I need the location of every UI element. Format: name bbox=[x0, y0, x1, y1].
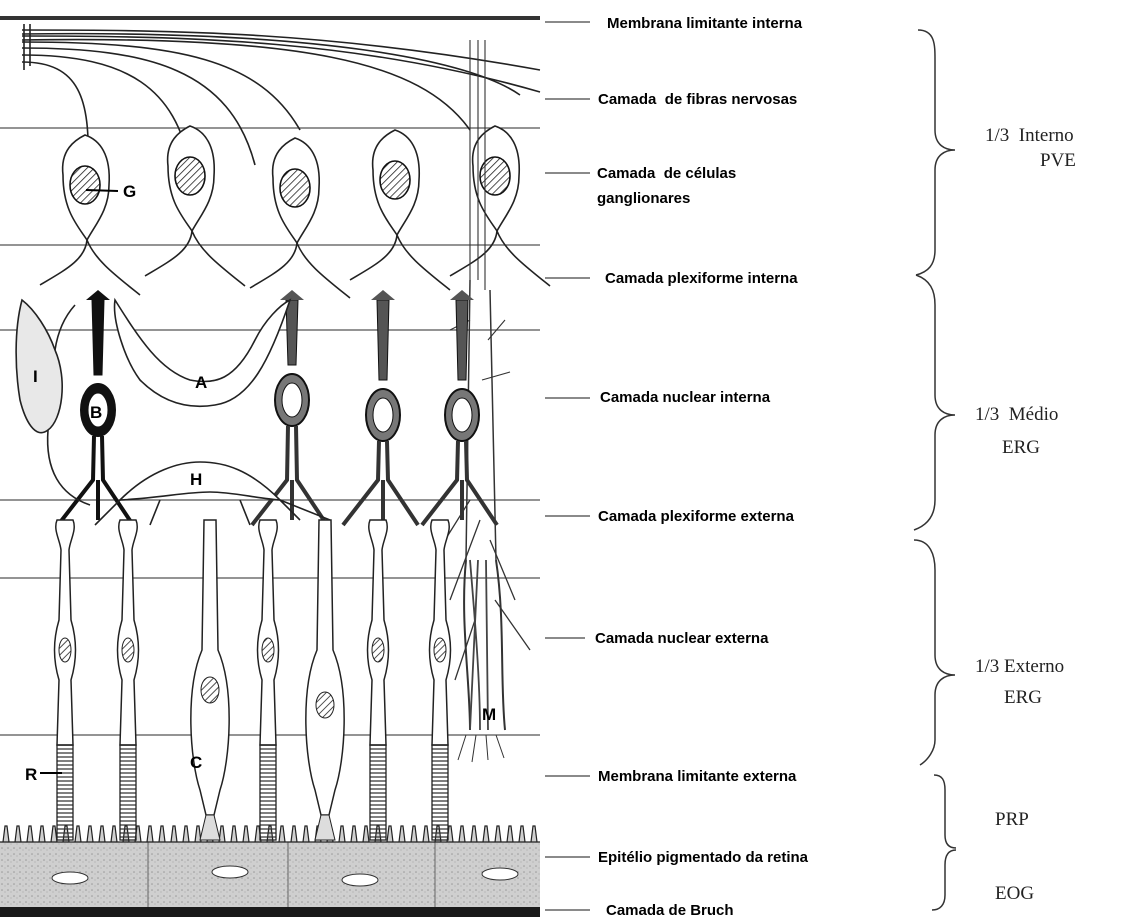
ganglion-nucleus bbox=[70, 166, 100, 204]
ganglion-dendrite bbox=[450, 231, 550, 286]
cell-letter-a: A bbox=[195, 373, 207, 392]
cone-cell bbox=[306, 520, 344, 815]
label-nuclear-interna: Camada nuclear interna bbox=[600, 389, 771, 406]
rod-cell bbox=[430, 520, 451, 745]
rod-cell bbox=[368, 520, 389, 745]
group-prp: PRP bbox=[995, 809, 1029, 830]
ganglion-dendrite bbox=[145, 231, 245, 286]
cell-letter-g: G bbox=[123, 182, 136, 201]
cone-nucleus bbox=[201, 677, 219, 703]
rod-cell bbox=[118, 520, 139, 745]
group-labels: 1/3 Interno PVE 1/3 Médio ERG 1/3 Extern… bbox=[975, 125, 1076, 904]
ganglion-nucleus bbox=[175, 157, 205, 195]
rod-nucleus bbox=[122, 638, 134, 662]
bipolar-dendrites bbox=[58, 436, 133, 525]
cell-letter-i: I bbox=[33, 367, 38, 386]
bipolar-dendrites bbox=[422, 441, 497, 525]
rod-nucleus bbox=[372, 638, 384, 662]
bipolar-terminal bbox=[371, 290, 395, 300]
rod-nucleus bbox=[262, 638, 274, 662]
interplexiform-cell bbox=[16, 300, 90, 505]
layer-labels: Membrana limitante interna Camada de fib… bbox=[595, 15, 809, 919]
label-camada-fibras-nervosas: Camada de fibras nervosas bbox=[598, 91, 797, 108]
ganglion-nucleus bbox=[380, 161, 410, 199]
bipolar-nucleus bbox=[282, 383, 302, 417]
rod-outer-segment bbox=[370, 745, 386, 840]
braces bbox=[914, 30, 956, 910]
cell-letter-h: H bbox=[190, 470, 202, 489]
cone-nucleus bbox=[316, 692, 334, 718]
bipolar-nucleus bbox=[452, 398, 472, 432]
bruch-membrane bbox=[0, 907, 540, 917]
group-interno-line2: PVE bbox=[1040, 150, 1076, 171]
rod-nucleus bbox=[59, 638, 71, 662]
cell-letter-c: C bbox=[190, 753, 202, 772]
leader-lines bbox=[545, 22, 590, 910]
label-ganglionares: ganglionares bbox=[597, 190, 690, 207]
ganglion-dendrite bbox=[350, 235, 450, 290]
ganglion-dendrite bbox=[40, 240, 140, 295]
cone-outer-segment bbox=[315, 815, 335, 840]
cell-letter-m: M bbox=[482, 705, 496, 724]
horizontal-cell bbox=[95, 462, 330, 525]
bipolar-terminal bbox=[86, 290, 110, 300]
rod-outer-segment bbox=[120, 745, 136, 840]
ganglion-nucleus bbox=[280, 169, 310, 207]
rod-cell bbox=[258, 520, 279, 745]
bipolar-axon bbox=[286, 300, 298, 365]
photoreceptors bbox=[55, 520, 451, 840]
bipolar-nucleus bbox=[373, 398, 393, 432]
rod-cell bbox=[55, 520, 76, 745]
rod-nucleus bbox=[434, 638, 446, 662]
bipolar-axon bbox=[377, 300, 389, 380]
group-externo-line2: ERG bbox=[1004, 687, 1042, 708]
rod-outer-segment bbox=[57, 745, 73, 840]
label-nuclear-externa: Camada nuclear externa bbox=[595, 630, 769, 647]
cell-letter-b: B bbox=[90, 403, 102, 422]
rod-outer-segment bbox=[432, 745, 448, 840]
group-medio-line2: ERG bbox=[1002, 437, 1040, 458]
cone-outer-segment bbox=[200, 815, 220, 840]
rod-outer-segment bbox=[260, 745, 276, 840]
ganglion-cells bbox=[40, 126, 550, 298]
label-plexiforme-externa: Camada plexiforme externa bbox=[598, 508, 795, 525]
label-membrana-limitante-interna: Membrana limitante interna bbox=[607, 15, 803, 32]
group-eog: EOG bbox=[995, 883, 1034, 904]
ganglion-dendrite bbox=[250, 243, 350, 298]
cell-letter-r: R bbox=[25, 765, 37, 784]
label-membrana-limitante-externa: Membrana limitante externa bbox=[598, 768, 797, 785]
bipolar-terminal bbox=[280, 290, 304, 300]
label-plexiforme-interna: Camada plexiforme interna bbox=[605, 270, 798, 287]
bipolar-axon bbox=[92, 300, 104, 375]
label-epitelio-pigmentado: Epitélio pigmentado da retina bbox=[598, 849, 809, 866]
bipolar-dendrites bbox=[343, 441, 418, 525]
group-externo-line1: 1/3 Externo bbox=[975, 656, 1064, 677]
label-camada-bruch: Camada de Bruch bbox=[606, 902, 734, 919]
group-medio-line1: 1/3 Médio bbox=[975, 404, 1058, 425]
group-interno-line1: 1/3 Interno bbox=[985, 125, 1074, 146]
bipolar-axon bbox=[456, 300, 468, 380]
label-camada-celulas: Camada de células bbox=[597, 165, 736, 182]
